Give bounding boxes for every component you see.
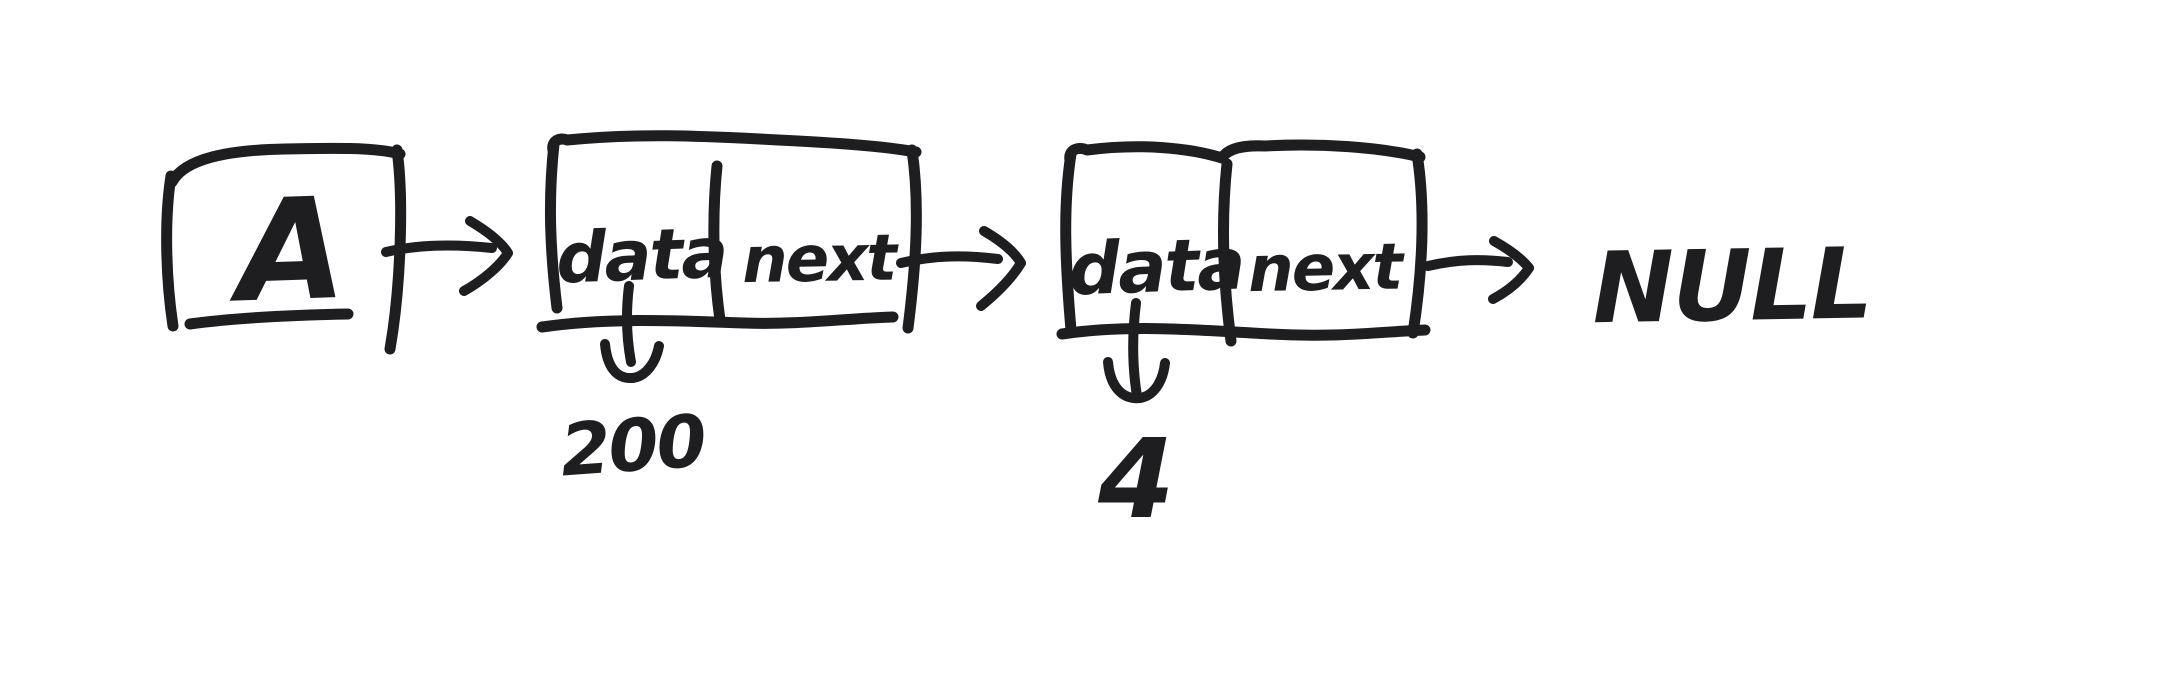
node1-data-field-label: data <box>555 212 728 300</box>
node2-data-field-label: data <box>1067 221 1245 311</box>
node2-left-edge <box>1060 148 1077 336</box>
node1-box: data next <box>536 130 922 334</box>
node1-value-arrow-stem <box>621 281 636 367</box>
node1-right-edge <box>902 144 922 334</box>
node1-top-edge <box>547 130 922 158</box>
arrow-node2-to-null-arrowhead-icon <box>1488 236 1534 304</box>
arrow-head-to-node1 <box>381 216 513 296</box>
head-box-left-edge <box>161 170 179 332</box>
node1-left-edge <box>544 138 563 314</box>
node2-right-edge <box>1407 148 1428 339</box>
node1-value-arrowhead-icon <box>600 339 664 383</box>
node1-bottom-edge <box>536 311 899 333</box>
arrow-node1-to-node2 <box>896 226 1026 311</box>
node2-value-arrowhead-icon <box>1103 357 1170 404</box>
arrow-node1-to-node2-arrowhead-icon <box>976 226 1026 311</box>
node1-data-value: 200 <box>558 399 708 493</box>
node2-top-edge <box>1064 139 1426 166</box>
arrow-node1-to-node2-shaft <box>896 251 1003 268</box>
node1-next-field-label: next <box>742 221 901 298</box>
node2-box: data next <box>1056 139 1431 347</box>
node1-value-arrow <box>600 281 664 383</box>
node2-data-value: 4 <box>1097 415 1173 543</box>
node1-cell-divider <box>708 160 726 326</box>
arrow-node2-to-null <box>1423 236 1534 304</box>
arrow-head-to-node1-arrowhead-icon <box>459 216 513 296</box>
node2-bottom-edge <box>1056 323 1431 341</box>
head-pointer-label: A <box>224 168 346 335</box>
arrow-head-to-node1-shaft <box>381 240 497 257</box>
null-terminator-label: NULL <box>1591 227 1871 346</box>
head-pointer-box: A <box>161 142 407 355</box>
node2-cell-divider <box>1218 158 1237 347</box>
head-box-bottom-edge <box>184 308 354 330</box>
node2-value-arrow-stem <box>1128 298 1142 401</box>
head-box-top-edge <box>166 142 406 188</box>
node2-next-field-label: next <box>1248 230 1407 307</box>
node2-value-arrow <box>1103 298 1170 404</box>
arrow-node2-to-null-shaft <box>1423 255 1513 271</box>
